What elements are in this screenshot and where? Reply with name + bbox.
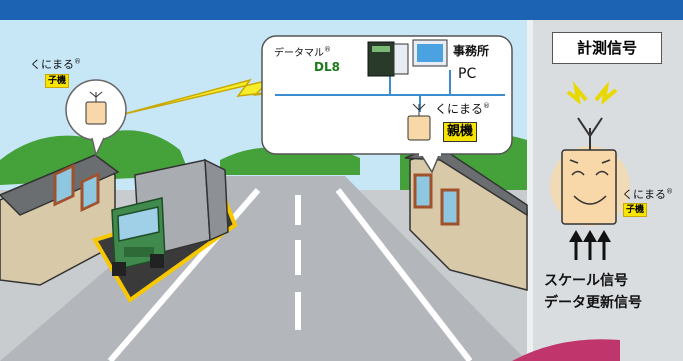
parent-badge: 親機 [443,122,478,142]
pink-swoosh [512,339,620,361]
child-label-right: くにまる® [622,187,673,201]
parent-device-small [407,115,431,141]
parent-device-label: くにまる® [435,102,491,116]
child-badge-left: 子機 [45,74,70,88]
right-building [404,144,528,291]
child-badge-right: 子機 [623,203,648,217]
dl8-label: DL8 [314,60,340,74]
office-label: 事務所 [453,44,490,58]
data-update-signal-label: データ更新信号 [544,295,642,311]
truck [111,158,229,276]
road [0,176,527,361]
signal-zigzag-right [594,81,618,105]
big-device [550,117,630,226]
pc-tower-icon [393,43,409,75]
signal-zigzag-left [566,81,588,105]
top-banner [0,0,683,20]
up-arrows [569,230,611,260]
left-building [0,154,120,286]
child-label-left: くにまる® [30,57,81,71]
pc-label: PC [458,66,477,82]
datamaru-label: データマル® [274,45,331,59]
scale-signal-label: スケール信号 [544,273,628,289]
network-line [275,70,505,112]
panel-title: 計測信号 [552,32,662,64]
child-device-small [85,101,107,125]
